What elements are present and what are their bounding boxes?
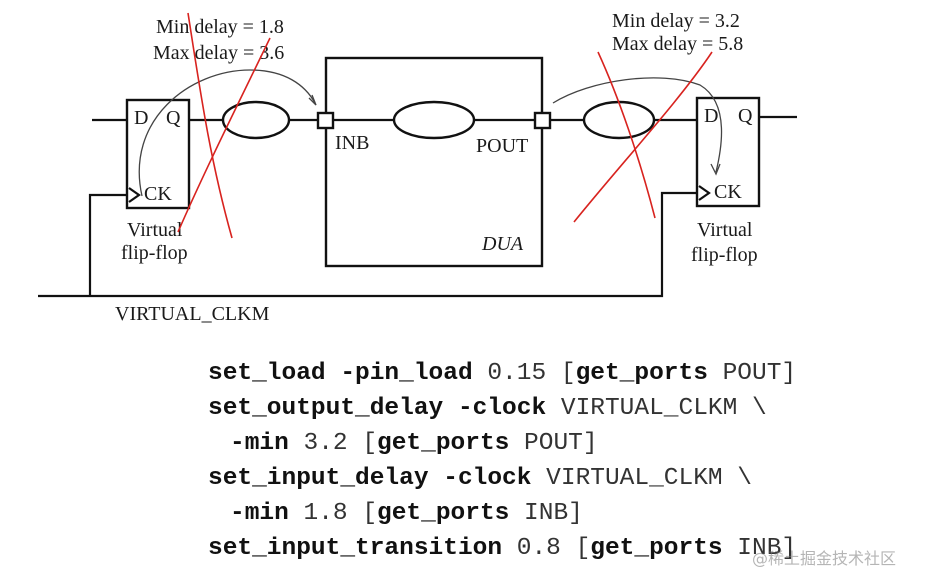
- code-keyword: set_output_delay: [208, 395, 444, 422]
- right-ff-d-label: D: [704, 105, 718, 127]
- strike-right-1: [597, 51, 656, 219]
- inb-label: INB: [335, 132, 369, 154]
- strike-left-1: [187, 12, 233, 239]
- left-ff-q-label: Q: [166, 107, 181, 129]
- left-ff-ck-label: CK: [144, 183, 172, 205]
- right-min-delay: Min delay = 3.2: [612, 10, 740, 32]
- code-text: 1.8 [: [288, 500, 378, 527]
- code-text: VIRTUAL_CLKM \: [546, 395, 767, 422]
- code-text: VIRTUAL_CLKM \: [531, 465, 753, 492]
- code-line: set_output_delay -clock VIRTUAL_CLKM \: [208, 391, 796, 426]
- code-line: -min 1.8 [get_ports INB]: [208, 496, 796, 531]
- code-line: set_input_transition 0.8 [get_ports INB]: [208, 531, 796, 566]
- clock-branch-left: [88, 193, 128, 296]
- launch-arc-left-head: [308, 94, 317, 106]
- code-text: [326, 360, 341, 387]
- code-keyword: -pin_load: [340, 360, 473, 387]
- code-keyword: get_ports: [377, 430, 510, 457]
- code-keyword: get_ports: [575, 360, 708, 387]
- right-virtual-flip-flop: [695, 96, 761, 208]
- code-text: POUT]: [707, 360, 797, 387]
- left-ff-caption-1: Virtual: [127, 219, 183, 241]
- code-text: [429, 465, 444, 492]
- code-text: POUT]: [509, 430, 598, 457]
- output-delay-cloud: [582, 100, 656, 140]
- clock-wire: [38, 191, 700, 298]
- code-keyword: set_load: [208, 360, 326, 387]
- code-line: -min 3.2 [get_ports POUT]: [208, 426, 796, 461]
- code-keyword: get_ports: [377, 500, 510, 527]
- code-keyword: set_input_delay: [208, 465, 429, 492]
- right-ff-ck-triangle: [698, 185, 711, 201]
- code-keyword: set_input_transition: [208, 535, 503, 562]
- code-keyword: -min: [230, 430, 289, 457]
- input-delay-cloud: [221, 100, 291, 140]
- code-text: INB]: [722, 535, 797, 562]
- code-text: 0.8 [: [502, 535, 591, 562]
- code-text: 0.15 [: [472, 360, 576, 387]
- watermark: @稀土掘金技术社区: [752, 549, 897, 568]
- right-ff-ck-label: CK: [714, 181, 742, 203]
- code-text: INB]: [509, 500, 583, 527]
- strike-left-2: [177, 37, 271, 233]
- code-text: [443, 395, 458, 422]
- code-line: set_load -pin_load 0.15 [get_ports POUT]: [208, 356, 796, 391]
- pout-label: POUT: [476, 135, 528, 157]
- launch-arc-left: [138, 69, 316, 197]
- code-keyword: -min: [230, 500, 289, 527]
- right-max-delay: Max delay = 5.8: [612, 33, 743, 55]
- left-ff-ck-triangle: [128, 187, 141, 203]
- left-ff-caption-2: flip-flop: [121, 242, 188, 264]
- capture-arc-right: [552, 77, 723, 173]
- right-ff-caption-2: flip-flop: [691, 244, 758, 266]
- left-ff-d-label: D: [134, 107, 148, 129]
- code-line: set_input_delay -clock VIRTUAL_CLKM \: [208, 461, 796, 496]
- sdc-code-block: set_load -pin_load 0.15 [get_ports POUT]…: [208, 356, 796, 566]
- left-max-delay: Max delay = 3.6: [153, 42, 284, 64]
- code-text: 3.2 [: [288, 430, 378, 457]
- strike-right-2: [573, 51, 713, 223]
- code-keyword: -clock: [457, 395, 547, 422]
- right-ff-q-label: Q: [738, 105, 753, 127]
- clock-label: VIRTUAL_CLKM: [115, 303, 270, 325]
- dua-block: [324, 56, 544, 268]
- pout-pin: [533, 111, 552, 130]
- capture-arc-right-head: [710, 163, 721, 176]
- dua-label: DUA: [481, 233, 524, 255]
- inb-pin: [316, 111, 335, 130]
- code-keyword: -clock: [443, 465, 532, 492]
- right-ff-caption-1: Virtual: [697, 219, 753, 241]
- dua-internal-cloud: [392, 100, 476, 140]
- left-virtual-flip-flop: [125, 98, 191, 210]
- code-keyword: get_ports: [590, 535, 723, 562]
- left-min-delay: Min delay = 1.8: [156, 16, 284, 38]
